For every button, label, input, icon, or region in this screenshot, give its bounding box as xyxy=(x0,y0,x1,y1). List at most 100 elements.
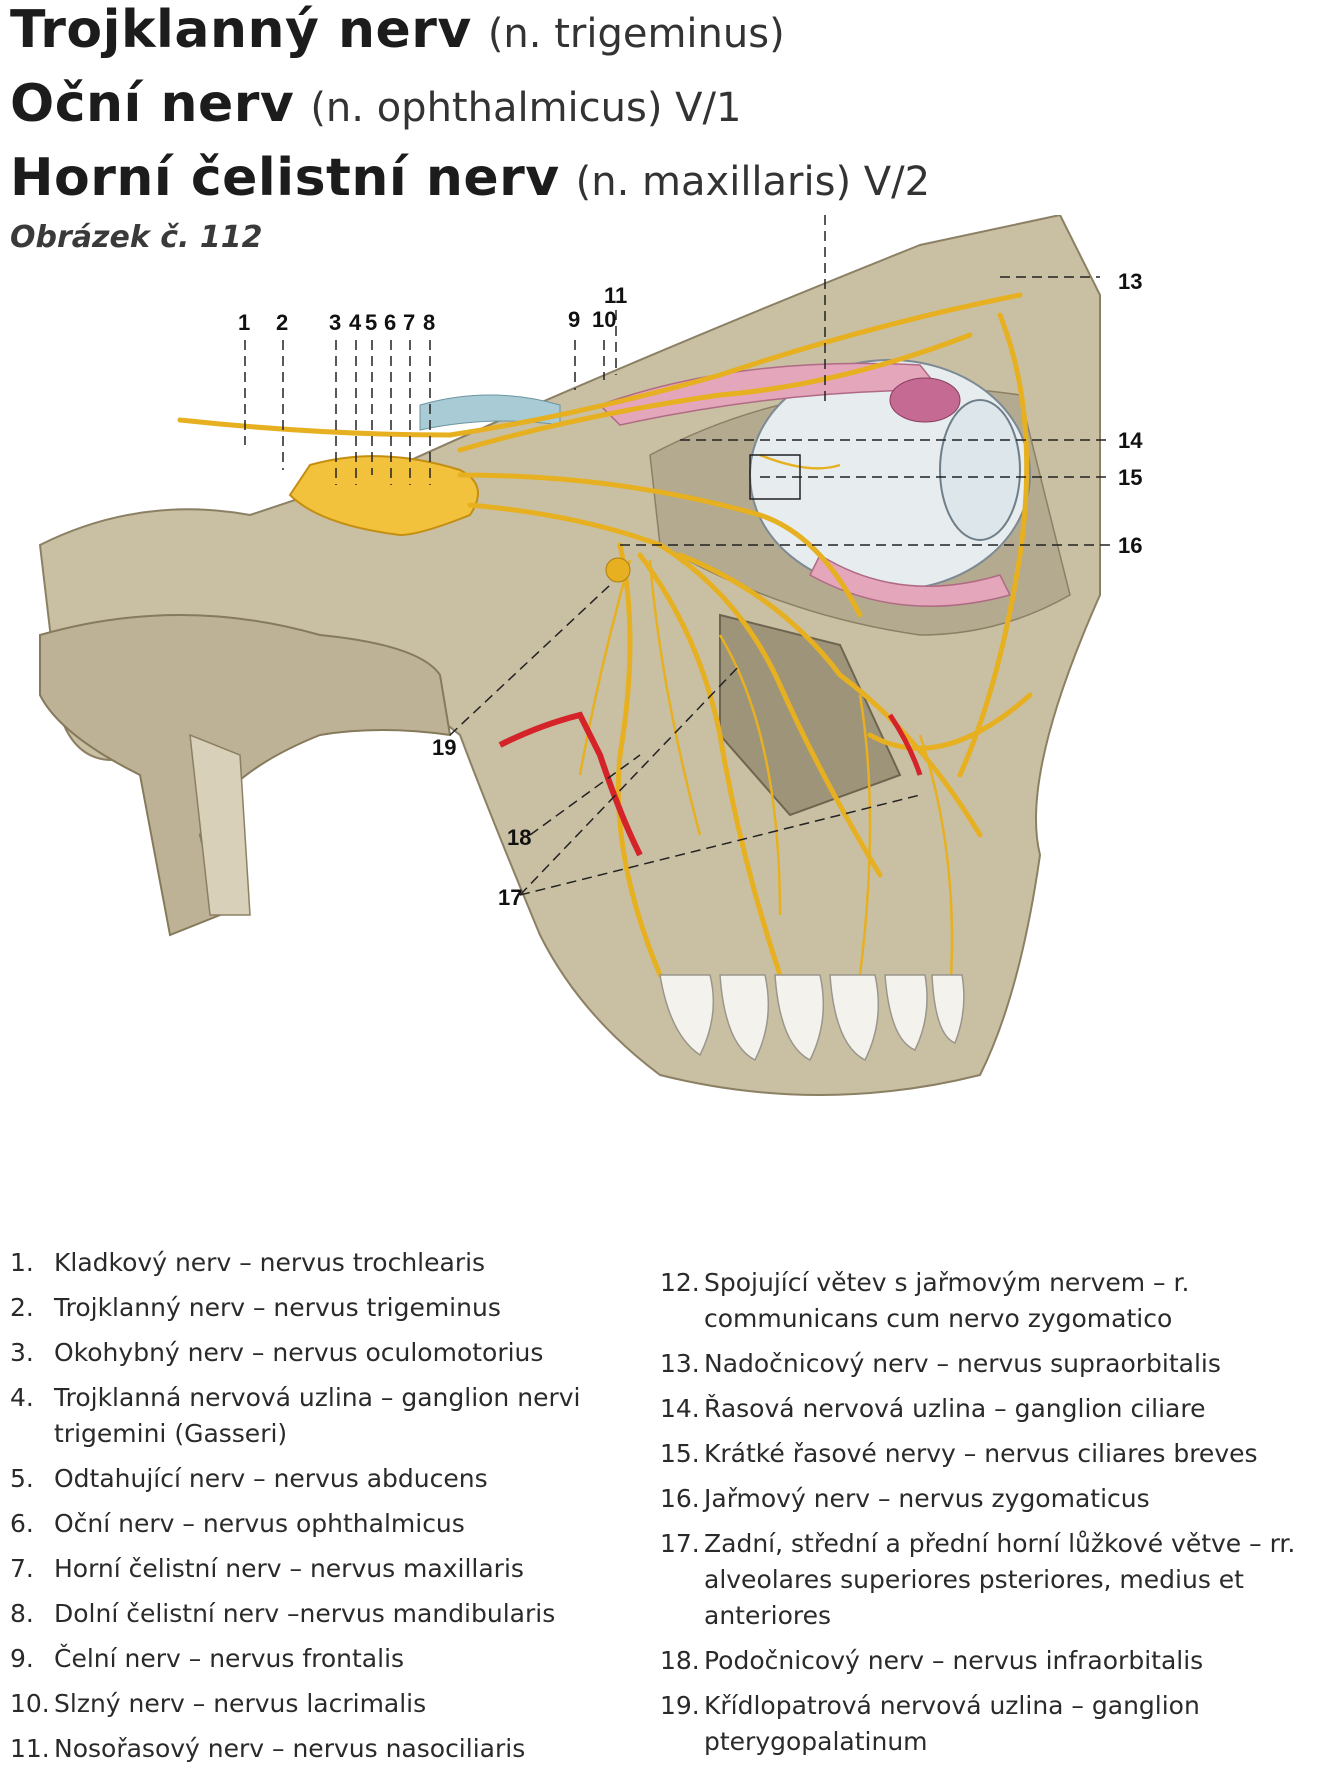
legend-left-column: 1. Kladkový nerv – nervus trochlearis 2.T… xyxy=(10,1245,610,1776)
title-line-2: Oční nerv (n. ophthalmicus) V/1 xyxy=(10,74,930,148)
legend-number: 10. xyxy=(10,1689,50,1718)
legend-text: Čelní nerv – nervus frontalis xyxy=(54,1644,405,1673)
callout-label: 5 xyxy=(365,310,377,335)
legend-text: Spojující větev s jařmovým nervem – r. c… xyxy=(704,1268,1190,1333)
legend-text: Okohybný nerv – nervus oculomotorius xyxy=(54,1338,544,1367)
title-main: Oční nerv xyxy=(10,74,295,134)
pterygopalatine-ganglion xyxy=(605,557,631,583)
legend-number: 1. xyxy=(10,1248,34,1277)
nerve-fine-branches xyxy=(578,453,954,996)
maxillary-sinus xyxy=(719,613,902,817)
anatomy-illustration: 1 2 3 4 5 6 7 8 9 10 11 12 13 14 15 16 1… xyxy=(38,215,1143,1096)
ciliary-ganglion-box xyxy=(749,454,801,500)
legend-item: 15.Krátké řasové nervy – nervus ciliares… xyxy=(660,1436,1310,1472)
legend-number: 14. xyxy=(660,1394,700,1423)
callout-label: 3 xyxy=(329,310,341,335)
callout-label: 19 xyxy=(432,735,456,760)
legend-number: 19. xyxy=(660,1691,700,1720)
legend-number: 4. xyxy=(10,1383,34,1412)
legend-number: 15. xyxy=(660,1439,700,1468)
legend-item: 12.Spojující větev s jařmovým nervem – r… xyxy=(660,1265,1310,1337)
teeth-row xyxy=(659,974,965,1062)
lacrimal-gland xyxy=(889,377,961,423)
infraorbital-artery xyxy=(887,713,923,776)
legend-text: Křídlopatrová nervová uzlina – ganglion … xyxy=(704,1691,1200,1756)
legend-text: Nadočnicový nerv – nervus supraorbitalis xyxy=(704,1349,1221,1378)
callout-labels: 1 2 3 4 5 6 7 8 9 10 11 12 13 14 15 16 1… xyxy=(238,215,1143,910)
muscle-inferior xyxy=(809,553,1012,607)
legend-text: Odtahující nerv – nervus abducens xyxy=(54,1464,488,1493)
title-main: Horní čelistní nerv xyxy=(10,148,560,208)
callout-label: 6 xyxy=(384,310,396,335)
nerve-branches xyxy=(177,292,1033,978)
legend-number: 3. xyxy=(10,1338,34,1367)
legend-item: 16.Jařmový nerv – nervus zygomaticus xyxy=(660,1481,1310,1517)
legend-number: 9. xyxy=(10,1644,34,1673)
title-line-3: Horní čelistní nerv (n. maxillaris) V/2 xyxy=(10,148,930,222)
legend-item: 9. Čelní nerv – nervus frontalis xyxy=(10,1641,610,1677)
legend-item: 5.Odtahující nerv – nervus abducens xyxy=(10,1461,610,1497)
legend-text: Podočnicový nerv – nervus infraorbitalis xyxy=(704,1646,1204,1675)
title-main: Trojklanný nerv xyxy=(10,0,472,60)
legend-item: 2.Trojklanný nerv – nervus trigeminus xyxy=(10,1290,610,1326)
legend-number: 16. xyxy=(660,1484,700,1513)
legend-text: Trojklanná nervová uzlina – ganglion ner… xyxy=(54,1383,581,1448)
legend-number: 18. xyxy=(660,1646,700,1675)
legend-text: Nosořasový nerv – nervus nasociliaris xyxy=(54,1734,526,1763)
legend-number: 12. xyxy=(660,1268,700,1297)
legend-number: 11. xyxy=(10,1734,50,1763)
legend-item: 1. Kladkový nerv – nervus trochlearis xyxy=(10,1245,610,1281)
callout-label: 9 xyxy=(568,307,580,332)
legend-number: 17. xyxy=(660,1529,700,1558)
legend-number: 13. xyxy=(660,1349,700,1378)
legend-item: 19.Křídlopatrová nervová uzlina – gangli… xyxy=(660,1688,1310,1760)
legend-item: 13.Nadočnicový nerv – nervus supraorbita… xyxy=(660,1346,1310,1382)
styloid-process xyxy=(189,733,251,916)
callout-label: 12 xyxy=(816,215,840,218)
legend-text: Dolní čelistní nerv –nervus mandibularis xyxy=(54,1599,556,1628)
muscle-superior xyxy=(598,362,942,426)
title-block: Trojklanný nerv (n. trigeminus) Oční ner… xyxy=(10,0,930,222)
title-latin: (n. ophthalmicus) V/1 xyxy=(310,85,742,131)
callout-label: 11 xyxy=(604,283,627,308)
legend-item: 3. Okohybný nerv – nervus oculomotorius xyxy=(10,1335,610,1371)
legend-item: 11.Nosořasový nerv – nervus nasociliaris xyxy=(10,1731,610,1767)
legend-text: Horní čelistní nerv – nervus maxillaris xyxy=(54,1554,524,1583)
legend-item: 18.Podočnicový nerv – nervus infraorbita… xyxy=(660,1643,1310,1679)
callout-label: 10 xyxy=(592,307,616,332)
callout-label: 16 xyxy=(1118,533,1142,558)
legend-item: 10.Slzný nerv – nervus lacrimalis xyxy=(10,1686,610,1722)
legend-number: 7. xyxy=(10,1554,34,1583)
callout-label: 18 xyxy=(507,825,531,850)
legend-text: Slzný nerv – nervus lacrimalis xyxy=(54,1689,427,1718)
cornea xyxy=(939,399,1021,541)
callout-label: 1 xyxy=(238,310,250,335)
callout-label: 17 xyxy=(498,885,522,910)
title-line-1: Trojklanný nerv (n. trigeminus) xyxy=(10,0,930,74)
callout-label: 4 xyxy=(349,310,362,335)
callout-label: 15 xyxy=(1118,465,1142,490)
legend-item: 14.Řasová nervová uzlina – ganglion cili… xyxy=(660,1391,1310,1427)
legend-item: 17.Zadní, střední a přední horní lůžkové… xyxy=(660,1526,1310,1634)
callout-label: 14 xyxy=(1118,428,1143,453)
title-latin: (n. maxillaris) V/2 xyxy=(575,159,931,205)
legend-item: 8. Dolní čelistní nerv –nervus mandibular… xyxy=(10,1596,610,1632)
callout-label: 2 xyxy=(276,310,288,335)
legend-item: 6.Oční nerv – nervus ophthalmicus xyxy=(10,1506,610,1542)
legend-text: Kladkový nerv – nervus trochlearis xyxy=(54,1248,486,1277)
legend-text: Řasová nervová uzlina – ganglion ciliare xyxy=(704,1394,1206,1423)
callout-label: 7 xyxy=(403,310,415,335)
legend-text: Zadní, střední a přední horní lůžkové vě… xyxy=(704,1529,1296,1630)
callout-leaders xyxy=(244,215,1110,896)
legend-text: Jařmový nerv – nervus zygomaticus xyxy=(704,1484,1150,1513)
legend-item: 7. Horní čelistní nerv – nervus maxillari… xyxy=(10,1551,610,1587)
callout-label: 13 xyxy=(1118,269,1142,294)
legend-number: 8. xyxy=(10,1599,34,1628)
mandible-bone xyxy=(39,614,452,937)
legend-right-column: 12.Spojující větev s jařmovým nervem – r… xyxy=(660,1265,1310,1769)
maxillary-artery xyxy=(498,711,643,857)
legend-text: Krátké řasové nervy – nervus ciliares br… xyxy=(704,1439,1258,1468)
trigeminal-ganglion xyxy=(288,455,479,537)
legend-number: 6. xyxy=(10,1509,34,1538)
title-latin: (n. trigeminus) xyxy=(487,11,785,57)
